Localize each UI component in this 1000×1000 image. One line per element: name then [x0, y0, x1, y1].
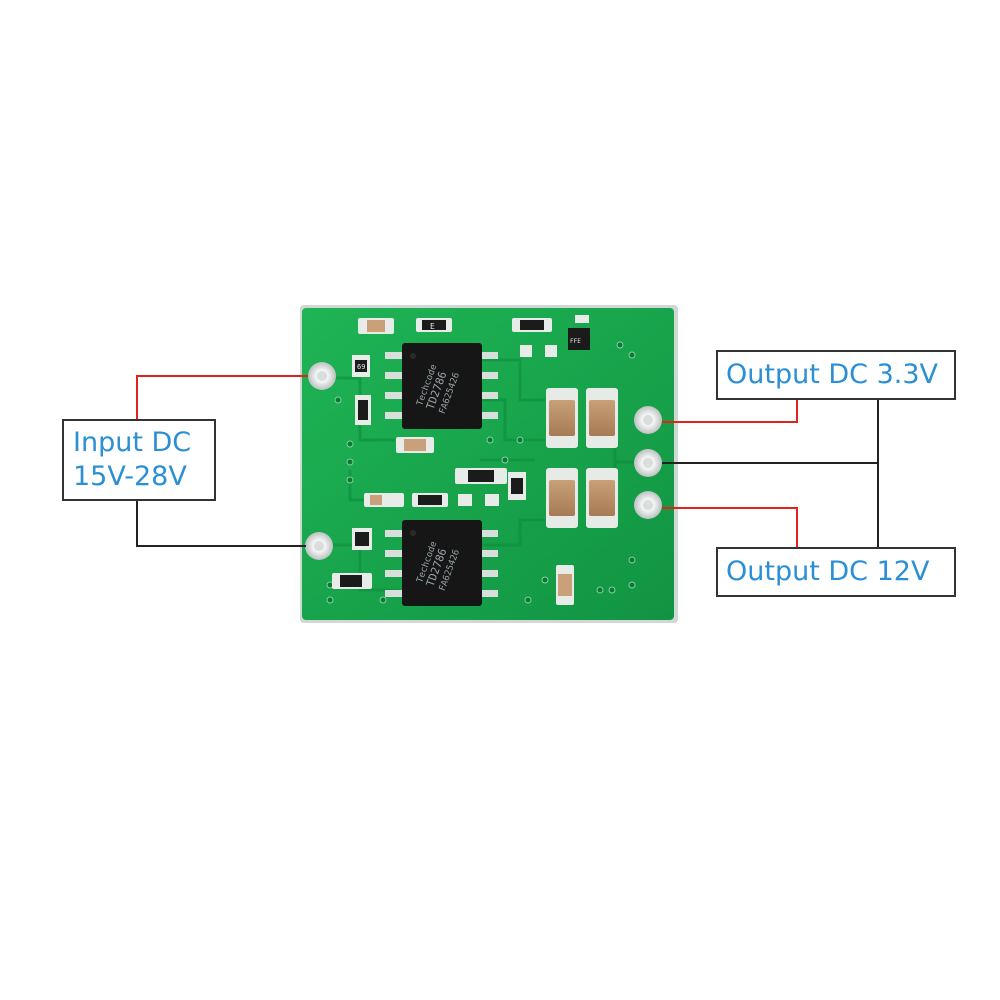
smd-components — [332, 315, 590, 605]
wire-output-12v — [662, 507, 798, 547]
ic-chip-top — [385, 343, 498, 429]
component-code-ffe: FFE — [570, 338, 581, 345]
input-dc-label: Input DC 15V-28V — [62, 419, 216, 501]
component-code-e: E — [430, 322, 435, 331]
ceramic-capacitors — [546, 388, 618, 528]
wire-input-positive — [136, 375, 308, 419]
wire-input-negative — [136, 501, 306, 547]
wire-output-3v3 — [662, 400, 798, 423]
through-hole-pads — [305, 362, 662, 560]
ic-chip-bottom — [385, 520, 498, 606]
pcb-board — [302, 308, 674, 620]
input-dc-label-line1: Input DC — [73, 427, 192, 458]
input-dc-label-line2: 15V-28V — [73, 461, 187, 492]
callout-wires — [136, 375, 879, 547]
output-dc-3v3-label: Output DC 3.3V — [716, 350, 956, 400]
output-dc-12v-label: Output DC 12V — [716, 547, 956, 597]
component-code-69: 69 — [357, 363, 365, 371]
